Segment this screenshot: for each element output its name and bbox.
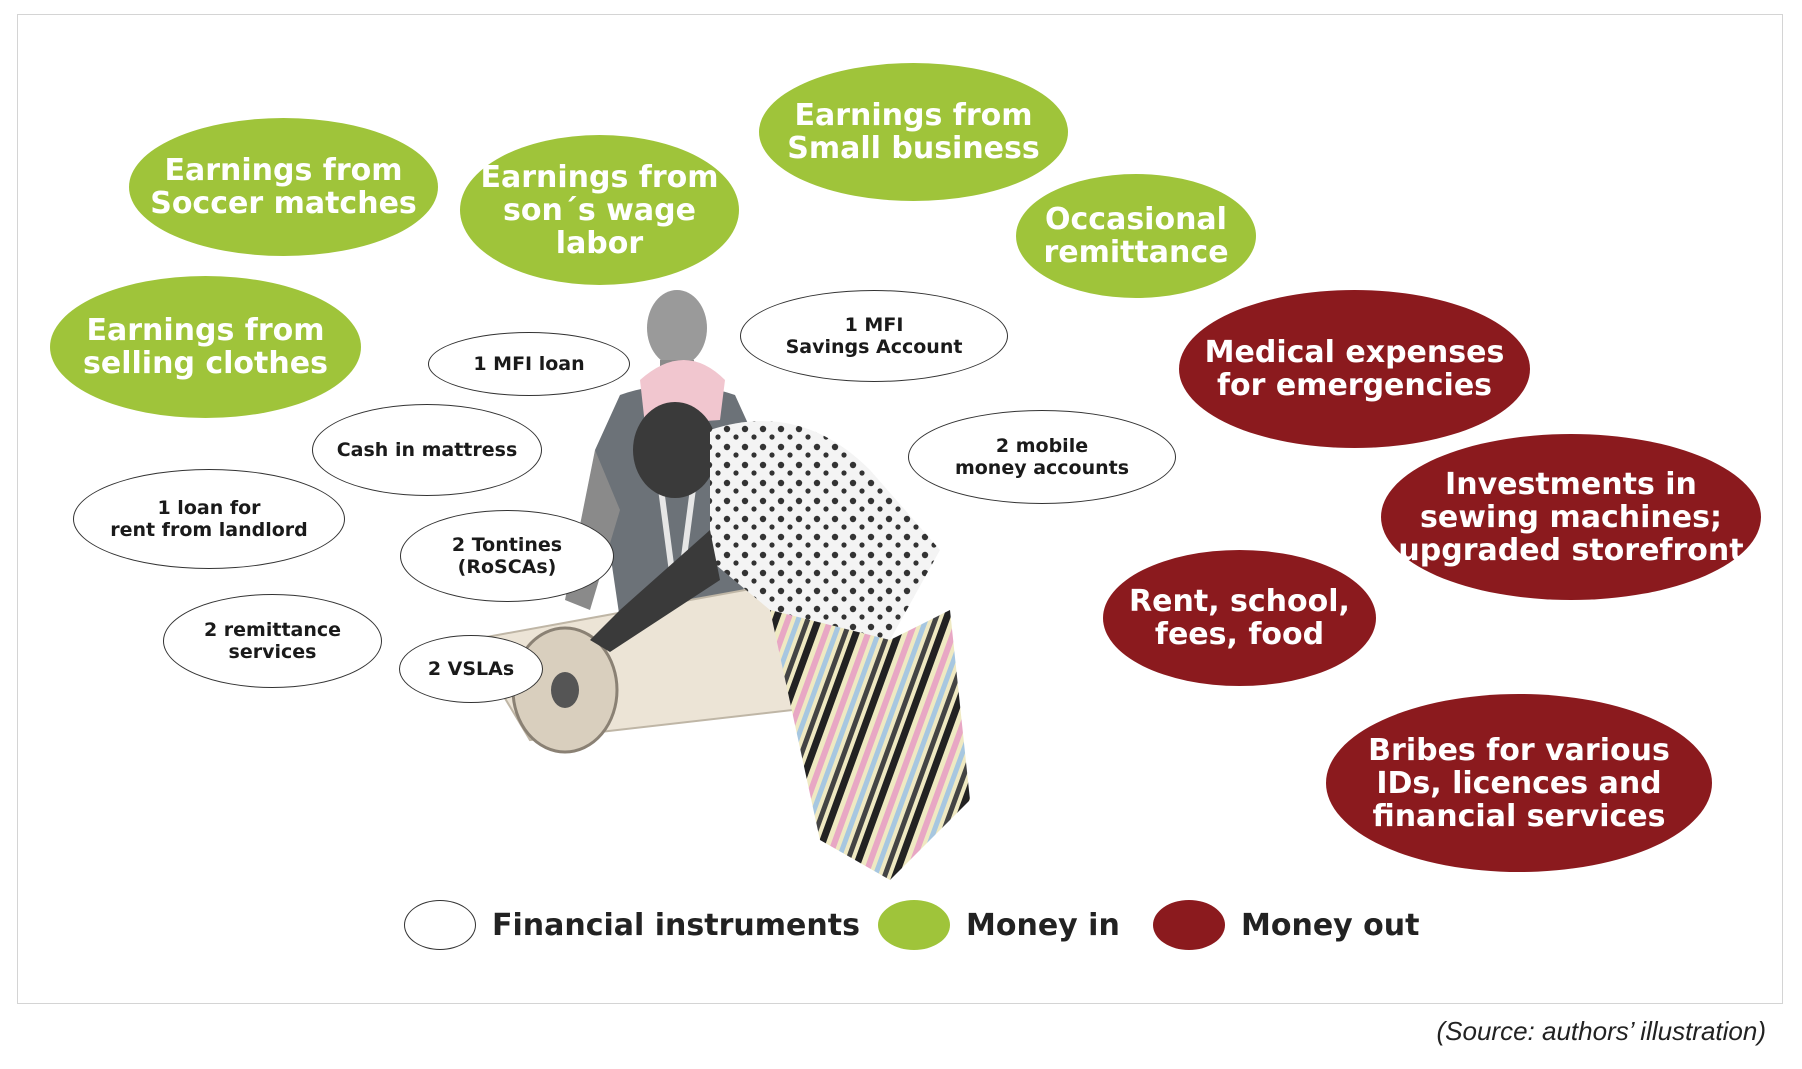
legend-swatch-money-out [1153, 900, 1225, 950]
money-in-bubble-soccer: Earnings from Soccer matches [129, 118, 438, 256]
legend-label: Money in [966, 907, 1120, 943]
instrument-label: 1 MFI Savings Account [785, 314, 963, 358]
legend-swatch-money-in [878, 900, 950, 950]
instrument-label: 2 Tontines (RoSCAs) [451, 534, 563, 578]
money-in-bubble-clothes: Earnings from selling clothes [50, 276, 361, 418]
woman-figure [590, 360, 970, 880]
money-in-label: Occasional remittance [1043, 202, 1229, 270]
source-caption: (Source: authors’ illustration) [1436, 1016, 1766, 1046]
instrument-bubble-mfi-loan: 1 MFI loan [428, 332, 630, 396]
money-in-label: Earnings from Small business [787, 98, 1040, 166]
money-in-label: Earnings from selling clothes [83, 313, 328, 381]
money-out-bubble-investments: Investments in sewing machines; upgraded… [1381, 434, 1761, 600]
instrument-label: Cash in mattress [336, 439, 518, 461]
money-in-label: Earnings from Soccer matches [150, 153, 417, 221]
money-out-label: Rent, school, fees, food [1129, 584, 1350, 652]
money-in-bubble-wage: Earnings from son´s wage labor [460, 135, 739, 285]
money-in-bubble-remittance: Occasional remittance [1016, 174, 1256, 298]
instrument-bubble-remittance: 2 remittance services [163, 594, 382, 688]
legend-label: Money out [1241, 907, 1420, 943]
money-out-bubble-medical: Medical expenses for emergencies [1179, 290, 1530, 448]
instrument-bubble-vslas: 2 VSLAs [399, 635, 543, 703]
figure-frame [17, 14, 1783, 1004]
instrument-label: 2 mobile money accounts [954, 435, 1130, 479]
money-out-bubble-bribes: Bribes for various IDs, licences and fin… [1326, 694, 1712, 872]
legend-item-money-out: Money out [1153, 900, 1419, 950]
legend-swatch-instruments [404, 900, 476, 950]
instrument-bubble-mobile: 2 mobile money accounts [908, 410, 1176, 504]
legend-label: Financial instruments [492, 907, 860, 943]
instrument-bubble-mattress: Cash in mattress [312, 404, 542, 496]
money-in-label: Earnings from son´s wage labor [480, 159, 719, 261]
money-out-label: Investments in sewing machines; upgraded… [1398, 466, 1744, 568]
legend-item-money-in: Money in [878, 900, 1120, 950]
money-out-bubble-rent: Rent, school, fees, food [1103, 550, 1376, 686]
legend-item-financial-instruments: Financial instruments [404, 900, 860, 950]
instrument-bubble-landlord: 1 loan for rent from landlord [73, 469, 345, 569]
instrument-bubble-mfi-savings: 1 MFI Savings Account [740, 290, 1008, 382]
instrument-label: 2 VSLAs [427, 658, 515, 680]
money-out-label: Bribes for various IDs, licences and fin… [1368, 732, 1670, 834]
tailors-illustration [470, 290, 970, 880]
instrument-label: 1 MFI loan [473, 353, 585, 375]
instrument-label: 1 loan for rent from landlord [110, 497, 308, 541]
money-in-bubble-small-business: Earnings from Small business [759, 63, 1068, 201]
money-out-label: Medical expenses for emergencies [1204, 335, 1505, 403]
instrument-bubble-tontines: 2 Tontines (RoSCAs) [400, 510, 614, 602]
instrument-label: 2 remittance services [203, 619, 342, 663]
